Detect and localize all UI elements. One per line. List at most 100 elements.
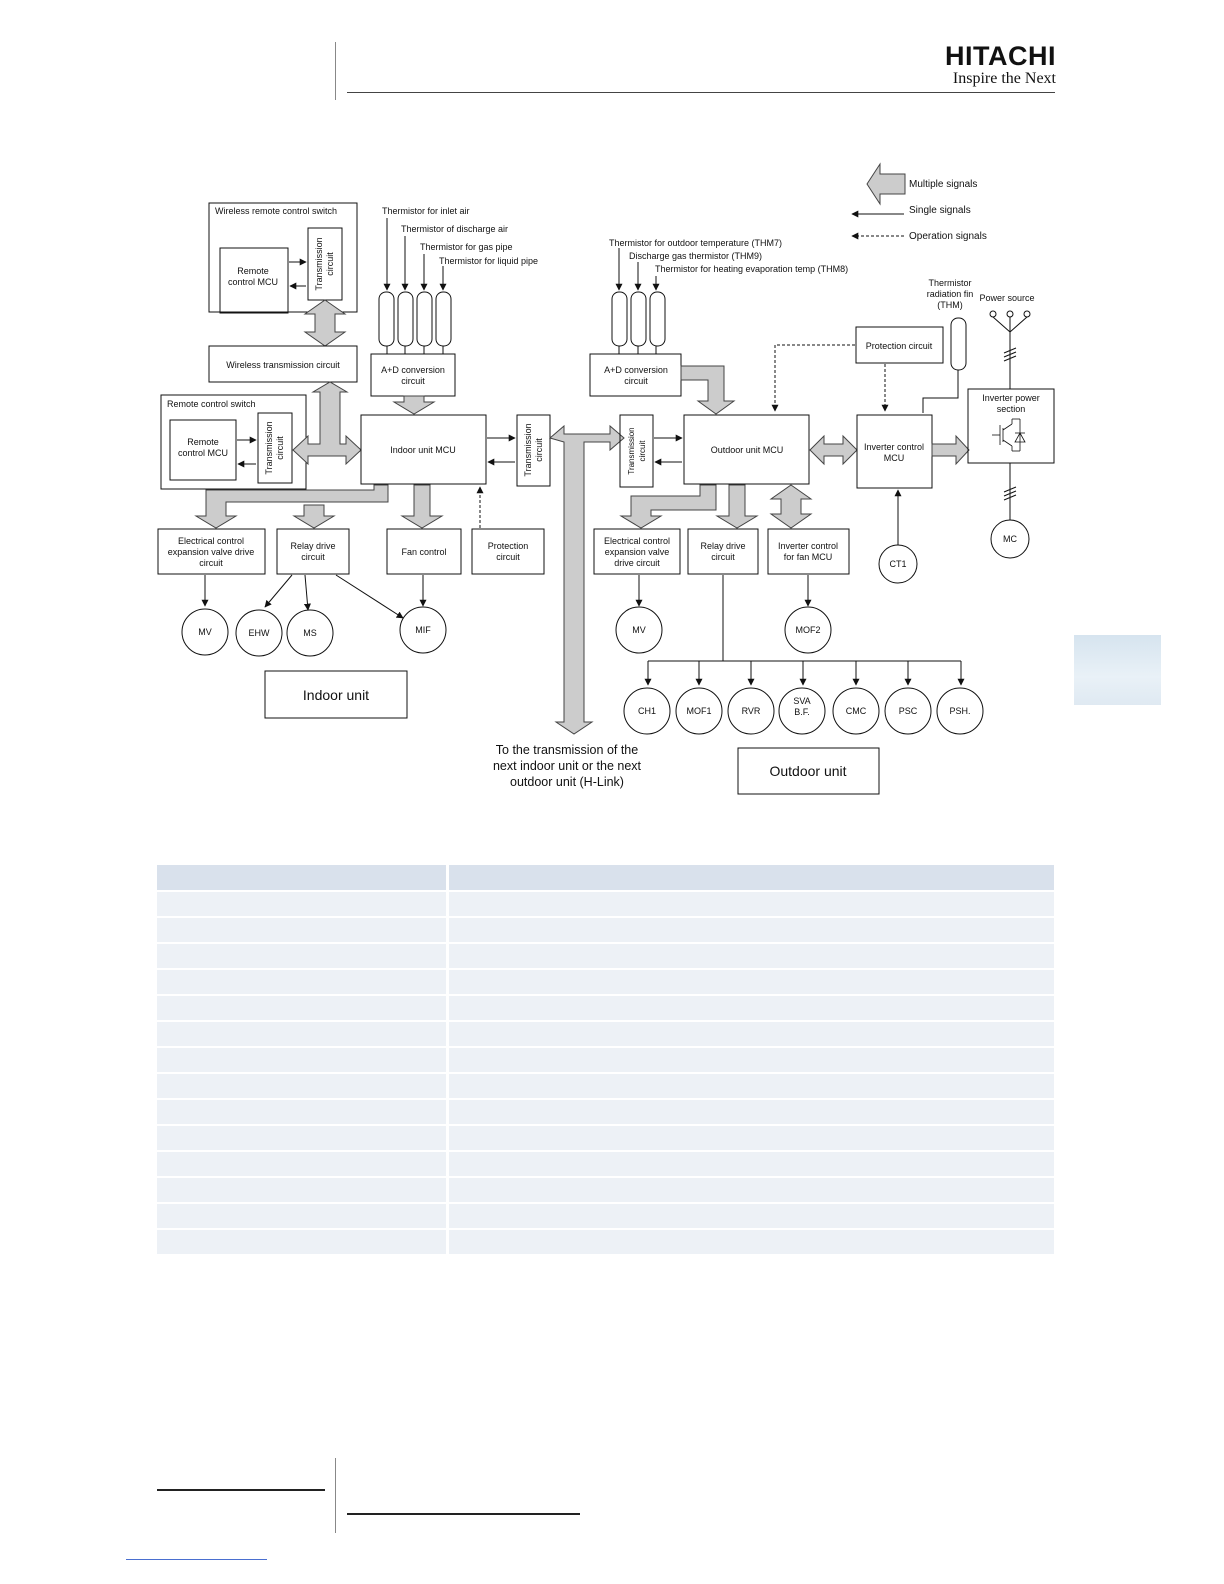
header-divider-vertical — [335, 42, 336, 100]
outdoor-unit-label: Outdoor unit — [769, 763, 846, 779]
indoor-mv-label: MV — [198, 627, 212, 637]
table-row — [157, 1126, 1054, 1150]
wireless-trans-label-2: circuit — [325, 252, 335, 276]
outdoor-mcu-box — [683, 414, 810, 485]
load-mof1-circle — [675, 687, 723, 735]
outdoor-elec-valve-box — [593, 528, 681, 575]
indoor-thermistor-1 — [378, 291, 395, 347]
legend-multiple-label: Multiple signals — [909, 179, 977, 190]
hlink-text-3: outdoor unit (H-Link) — [510, 775, 624, 789]
power-source-label: Power source — [979, 293, 1034, 303]
indoor-trans-label-2: circuit — [534, 438, 544, 462]
outdoor-elec-label-2: expansion valve — [605, 547, 670, 557]
indoor-elec-label-1: Electrical control — [178, 536, 244, 546]
load-ch1-circle — [623, 687, 671, 735]
mof2-label: MOF2 — [795, 625, 820, 635]
outdoor-thermistor-3 — [649, 291, 666, 347]
mof2-circle — [784, 606, 832, 654]
indoor-ehw-circle — [235, 609, 283, 657]
indoor-ehw-label: EHW — [249, 628, 271, 638]
outdoor-to-invfan-arrow-icon — [769, 484, 813, 529]
outdoor-mcu-label: Outdoor unit MCU — [711, 445, 784, 455]
fin-therm-label-2: radiation fin — [927, 289, 974, 299]
wireless-transmission-label: Wireless transmission circuit — [226, 360, 340, 370]
outdoor-ad-label-2: circuit — [624, 376, 648, 386]
logo-brand: HITACHI — [945, 41, 1056, 71]
indoor-ad-label-1: A+D conversion — [381, 365, 445, 375]
indoor-fan-box — [386, 528, 462, 575]
load-sva-circle — [778, 687, 826, 735]
hitachi-logo: HITACHI Inspire the Next — [920, 42, 1056, 88]
wireless-double-arrow-icon — [303, 299, 347, 347]
indoor-relay-label-2: circuit — [301, 552, 325, 562]
indoor-therm-gas: Thermistor for gas pipe — [420, 242, 513, 252]
wireless-switch-title: Wireless remote control switch — [215, 206, 337, 216]
indoor-relay-label-1: Relay drive — [290, 541, 335, 551]
wireless-remote-mcu-box — [219, 247, 289, 314]
section-side-tab — [1074, 635, 1161, 705]
remote-mcu-box — [169, 419, 237, 481]
wireless-mcu-label-1: Remote — [237, 266, 269, 276]
hlink-bus-arrow-icon — [548, 424, 625, 735]
outdoor-unit-label-box — [737, 747, 880, 795]
table-row — [157, 892, 1054, 916]
indoor-to-relay-arrow-icon — [292, 504, 336, 529]
outdoor-protection-box — [855, 326, 944, 364]
inv-ctrl-label-2: MCU — [884, 453, 905, 463]
hlink-text-1: To the transmission of the — [496, 743, 638, 757]
load-psh-circle — [936, 687, 984, 735]
outdoor-transmission-box — [619, 414, 654, 488]
remote-trans-label-2: circuit — [275, 436, 285, 460]
ad-to-outdoor-mcu-arrow-icon — [680, 365, 736, 415]
legend-operation-label: Operation signals — [909, 231, 987, 242]
outdoor-to-relay-arrow-icon — [715, 484, 759, 529]
indoor-ad-label-2: circuit — [401, 376, 425, 386]
indoor-thermistor-4 — [435, 291, 452, 347]
outdoor-therm-heating: Thermistor for heating evaporation temp … — [655, 264, 848, 274]
outdoor-trans-label-1: Transmission — [627, 427, 636, 474]
remote-mcu-label-2: control MCU — [178, 448, 228, 458]
mcu-to-inverter-arrow-icon — [809, 434, 858, 466]
outdoor-relay-box — [687, 528, 759, 575]
load-psc-circle — [884, 687, 932, 735]
outdoor-protection-label: Protection circuit — [866, 341, 933, 351]
indoor-unit-label: Indoor unit — [303, 687, 369, 703]
indoor-prot-label-2: circuit — [496, 552, 520, 562]
footer-link-underline[interactable] — [126, 1559, 267, 1560]
inverter-to-power-arrow-icon — [931, 434, 970, 466]
inv-power-label-1: Inverter power — [982, 393, 1040, 403]
ct1-label: CT1 — [889, 559, 906, 569]
inv-ctrl-label-1: Inverter control — [864, 442, 924, 452]
outdoor-to-elec-arrow-icon — [619, 484, 717, 529]
wireless-trans-label-1: Transmission — [314, 237, 324, 290]
legend-single-label: Single signals — [909, 205, 971, 216]
header-rule — [347, 92, 1055, 93]
remote-transmission-box — [257, 412, 293, 484]
indoor-ms-circle — [286, 609, 334, 657]
invfan-label-1: Inverter control — [778, 541, 838, 551]
outdoor-invfan-box — [767, 528, 850, 575]
ad-to-indoor-mcu-arrow-icon — [392, 395, 436, 415]
indoor-mcu-box — [360, 414, 487, 485]
logo-tagline: Inspire the Next — [952, 70, 1056, 87]
indoor-ad-box — [370, 353, 456, 397]
indoor-to-fan-arrow-icon — [400, 484, 444, 529]
table-row — [157, 1230, 1054, 1254]
outdoor-relay-label-1: Relay drive — [700, 541, 745, 551]
indoor-prot-label-1: Protection — [488, 541, 529, 551]
table-row — [157, 918, 1054, 942]
fin-thermistor — [950, 317, 967, 371]
fin-therm-label-1: Thermistor — [928, 278, 971, 288]
outdoor-mv-circle — [615, 606, 663, 654]
control-system-diagram: Multiple signals Single signals Operatio… — [157, 162, 1055, 795]
outdoor-trans-label-2: circuit — [638, 440, 647, 462]
indoor-thermistor-3 — [416, 291, 433, 347]
indoor-elec-valve-box — [157, 528, 266, 575]
table-row — [157, 970, 1054, 994]
hlink-text-2: next indoor unit or the next — [493, 759, 642, 773]
wireless-remote-switch-box — [208, 202, 358, 313]
indoor-protection-box — [471, 528, 545, 575]
table-row — [157, 1204, 1054, 1228]
fin-therm-label-3: (THM) — [937, 300, 963, 310]
indoor-ms-label: MS — [303, 628, 317, 638]
